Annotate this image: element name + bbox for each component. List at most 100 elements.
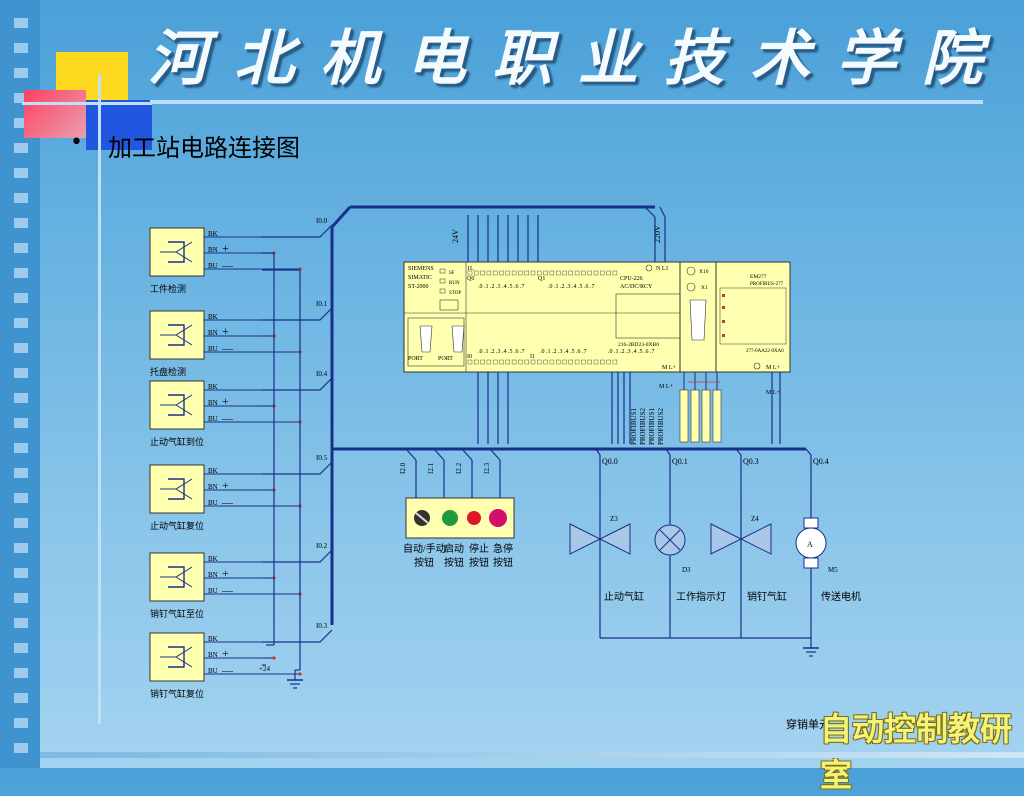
page-title: 河北机电职业技术学院 — [148, 24, 1008, 94]
sensor-input-label: I0.5 — [316, 454, 328, 462]
sensor-input-label: I0.0 — [316, 217, 328, 225]
plc-q0: Q0 — [467, 276, 474, 282]
output-devices: Z3 D3 Z4 A M5 — [569, 515, 838, 574]
decor-sidebar-square — [14, 318, 28, 328]
decor-blue-square — [86, 100, 152, 150]
em-order: 277-0AA22-0XA0 — [746, 349, 784, 354]
sensor-group: BKBNBU+—I0.0工件检测BKBNBU+—I0.1托盘检测BKBNBU+—… — [149, 217, 333, 699]
sensor-minus-icon: — — [221, 665, 234, 677]
sensor-input-label: I0.3 — [316, 622, 328, 630]
motor-symbol: A — [807, 540, 813, 549]
led-sf-icon — [439, 268, 446, 274]
sensor-pin-bk: BK — [208, 467, 218, 475]
ground-terminal-icon — [645, 264, 653, 272]
button-labels: 自动/手动 按钮 启动 按钮 停止 按钮 急停 按钮 — [403, 542, 513, 569]
footer-stamp: 自动控制教研室 — [820, 710, 1013, 794]
decor-sidebar-square — [14, 618, 28, 628]
sensor-minus-icon: — — [221, 413, 234, 425]
bullet-icon: • — [70, 130, 83, 155]
sensor-pin-bk: BK — [208, 313, 218, 321]
output-label-lamp: 工作指示灯 — [676, 590, 726, 603]
button-label-stop-2: 按钮 — [469, 556, 489, 569]
decor-sidebar-square — [14, 68, 28, 78]
decor-sidebar-square — [14, 268, 28, 278]
plc-stop: STOP — [449, 291, 461, 296]
decor-sidebar-square — [14, 218, 28, 228]
decor-sidebar-square — [14, 643, 28, 653]
decor-sidebar-square — [14, 243, 28, 253]
device-m5: M5 — [828, 566, 838, 574]
em-ml-label-3: M L+ — [766, 390, 781, 396]
sensor-label: 托盘检测 — [150, 366, 186, 377]
sensor-pin-bu: BU — [208, 415, 218, 423]
sensor-pin-bk: BK — [208, 635, 218, 643]
main-bus — [330, 205, 806, 625]
proximity-sensor-icon — [149, 632, 205, 682]
decor-sidebar-square — [14, 543, 28, 553]
supply-24-label: +24 — [259, 665, 270, 673]
title-underline — [150, 100, 983, 104]
sensor-plus-icon: + — [222, 241, 229, 255]
decor-sidebar-square — [14, 743, 28, 753]
output-labels: 止动气缸 工作指示灯 销钉气缸 传送电机 — [604, 590, 861, 603]
proximity-sensor-icon — [149, 380, 205, 430]
label-220v: 220V — [653, 225, 662, 243]
device-z3: Z3 — [610, 515, 618, 523]
sensor-plus-icon: + — [222, 646, 229, 660]
decor-sidebar-square — [14, 368, 28, 378]
sensor-plus-icon: + — [222, 478, 229, 492]
proximity-sensor-icon — [149, 310, 205, 360]
plc-sf: SF — [449, 271, 455, 276]
plc-i1-digits: .0 .1 .2 .3 .4 .5 .6 .7 — [540, 349, 587, 355]
plc-ml: M L+ — [662, 365, 677, 371]
decor-sidebar-square — [14, 193, 28, 203]
sensor-label: 销钉气缸至位 — [150, 608, 204, 619]
sensor-pin-bu: BU — [208, 345, 218, 353]
profibus-labels: PROFIBUS1 PROFIBUS2 PROFIBUS1 PROFIBUS2 — [630, 408, 665, 445]
sensor-pin-bu: BU — [208, 667, 218, 675]
sensor-pin-bk: BK — [208, 383, 218, 391]
sensor-input-label: I0.2 — [316, 542, 328, 550]
port2-connector-icon — [451, 325, 465, 353]
plc-cpu: CPU-226 — [620, 276, 643, 282]
sensor-plus-icon: + — [222, 394, 229, 408]
profibus-label-3: PROFIBUS1 — [648, 408, 656, 445]
decor-vline — [98, 74, 101, 724]
proximity-sensor-icon — [149, 227, 205, 277]
solenoid-valve-z3-icon — [569, 523, 631, 555]
sensor-label: 止动气缸复位 — [150, 520, 204, 531]
sensor-pin-bn: BN — [208, 651, 218, 659]
output-q0-0: Q0.0 — [602, 457, 618, 466]
sensor-pin-bn: BN — [208, 483, 218, 491]
port1-connector-icon — [419, 325, 433, 353]
em-ml: M L+ — [766, 365, 781, 371]
decor-red-square — [24, 90, 86, 138]
plc-run: RUN — [449, 281, 460, 286]
proximity-sensor-icon — [149, 464, 205, 514]
button-wires — [405, 448, 501, 498]
start-button-icon — [442, 510, 458, 526]
plc-port2: PORT — [438, 356, 453, 362]
output-q0-1: Q0.1 — [672, 457, 688, 466]
plc-to-lower-bus-wires — [477, 372, 781, 444]
decor-sidebar-square — [14, 18, 28, 28]
plc-power: AC/DC/RCY — [620, 284, 653, 290]
sensor-pin-bk: BK — [208, 230, 218, 238]
sensor-plus-icon: + — [222, 566, 229, 580]
sensor-input-label: I0.1 — [316, 300, 328, 308]
plc-i0-digits: .0 .1 .2 .3 .4 .5 .6 .7 — [478, 349, 525, 355]
button-label-start-2: 按钮 — [444, 556, 464, 569]
decor-sidebar-square — [14, 493, 28, 503]
sensor-minus-icon: — — [221, 260, 234, 272]
decor-sidebar-square — [14, 343, 28, 353]
decor-sidebar-square — [14, 393, 28, 403]
em277-module: X10 X1 EM277 PROFIBUS-277 277-0AA22-0XA0… — [679, 261, 791, 373]
decor-hline — [22, 102, 152, 105]
stop-button-icon — [467, 511, 481, 525]
